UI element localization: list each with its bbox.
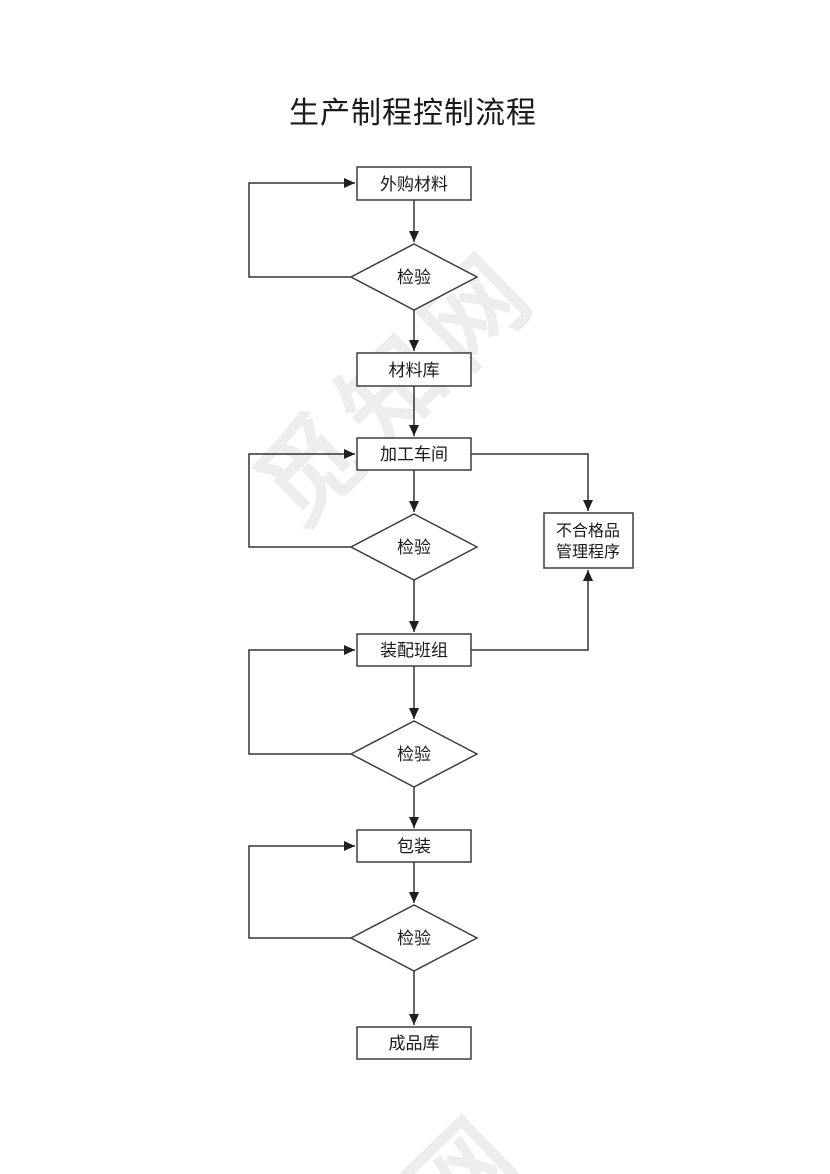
edge-assembly-team-to-nonconforming bbox=[471, 570, 593, 651]
node-assembly-team-label: 装配班组 bbox=[380, 641, 448, 660]
node-purchased-material-label: 外购材料 bbox=[380, 175, 448, 194]
edge-inspection2-loop-to-processing-workshop bbox=[248, 449, 355, 548]
edge-inspection1-loop-to-purchased-material bbox=[248, 178, 355, 278]
node-inspection-4-label: 检验 bbox=[397, 929, 431, 948]
node-purchased-material: 外购材料 bbox=[356, 166, 472, 201]
watermark-text-bottom: 觅知网 bbox=[223, 1091, 547, 1174]
edge-processing-workshop-to-nonconforming bbox=[471, 453, 593, 511]
node-finished-goods-store-label: 成品库 bbox=[389, 1034, 440, 1053]
edge-inspection4-loop-to-packaging bbox=[248, 841, 355, 939]
edge-inspection3-loop-to-assembly-team bbox=[248, 645, 355, 755]
node-inspection-4: 检验 bbox=[349, 904, 479, 972]
node-finished-goods-store: 成品库 bbox=[356, 1026, 472, 1060]
node-inspection-1: 检验 bbox=[349, 243, 479, 311]
node-material-store: 材料库 bbox=[356, 352, 472, 387]
node-inspection-2: 检验 bbox=[349, 513, 479, 581]
node-inspection-3-label: 检验 bbox=[397, 745, 431, 764]
node-packaging-label: 包装 bbox=[397, 837, 431, 856]
node-processing-workshop: 加工车间 bbox=[356, 437, 472, 471]
page-title: 生产制程控制流程 bbox=[289, 97, 537, 130]
node-assembly-team: 装配班组 bbox=[356, 633, 472, 667]
node-nonconforming-procedure-label-line1: 不合格品 bbox=[556, 522, 620, 540]
node-inspection-3: 检验 bbox=[349, 720, 479, 788]
node-processing-workshop-label: 加工车间 bbox=[380, 445, 448, 464]
node-material-store-label: 材料库 bbox=[389, 361, 440, 380]
node-packaging: 包装 bbox=[356, 829, 472, 863]
node-inspection-2-label: 检验 bbox=[397, 538, 431, 557]
node-inspection-1-label: 检验 bbox=[397, 268, 431, 287]
node-nonconforming-procedure: 不合格品 管理程序 bbox=[543, 512, 634, 569]
node-nonconforming-procedure-label-line2: 管理程序 bbox=[556, 543, 620, 561]
